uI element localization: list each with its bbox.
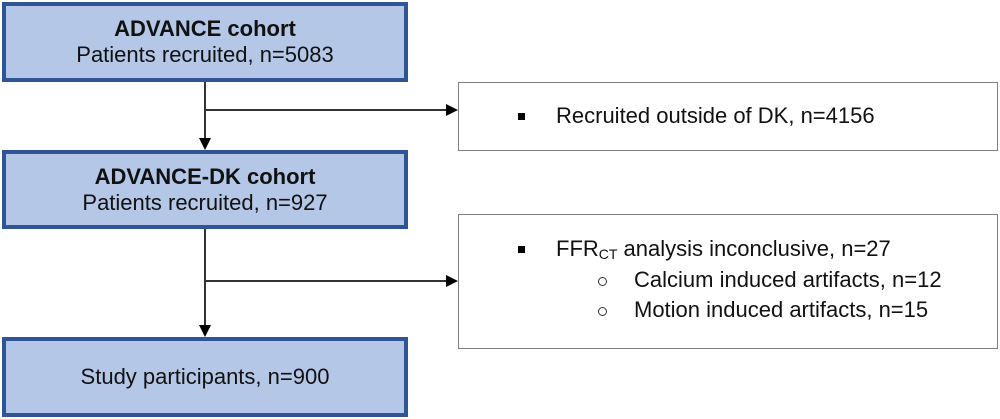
exclusion-ffrct-inconclusive: FFRCT analysis inconclusive, n=27 (556, 236, 891, 267)
advance-dk-cohort-count: Patients recruited, n=927 (82, 190, 328, 215)
ffrct-rest: analysis inconclusive, n=27 (617, 236, 891, 261)
connector-vertical-1 (204, 82, 206, 140)
advance-cohort-title: ADVANCE cohort (114, 16, 296, 41)
bullet-square-icon (518, 246, 525, 253)
exclusion-box-1: Recruited outside of DK, n=4156 (458, 82, 998, 151)
exclusion-calcium-artifacts: Calcium induced artifacts, n=12 (634, 267, 942, 292)
connector-horizontal-1 (205, 109, 448, 111)
exclusion-motion-artifacts: Motion induced artifacts, n=15 (634, 297, 929, 322)
bullet-circle-icon (598, 307, 607, 316)
advance-dk-cohort-box: ADVANCE-DK cohort Patients recruited, n=… (2, 150, 408, 229)
advance-cohort-count: Patients recruited, n=5083 (76, 42, 334, 67)
advance-dk-cohort-title: ADVANCE-DK cohort (94, 164, 316, 189)
ffr-label: FFR (556, 236, 599, 261)
ct-subscript: CT (598, 246, 618, 262)
study-participants-box: Study participants, n=900 (2, 337, 408, 417)
connector-vertical-2 (204, 228, 206, 327)
arrow-down-1 (199, 138, 211, 150)
advance-cohort-box: ADVANCE cohort Patients recruited, n=508… (2, 2, 408, 82)
arrow-right-1 (446, 104, 458, 116)
exclusion-box-2: FFRCT analysis inconclusive, n=27 Calciu… (458, 214, 998, 349)
bullet-circle-icon (598, 277, 607, 286)
arrow-right-2 (446, 275, 458, 287)
bullet-square-icon (518, 113, 525, 120)
study-participants-text: Study participants, n=900 (80, 364, 330, 389)
arrow-down-2 (199, 325, 211, 337)
exclusion-outside-dk: Recruited outside of DK, n=4156 (556, 103, 875, 128)
connector-horizontal-2 (205, 280, 448, 282)
